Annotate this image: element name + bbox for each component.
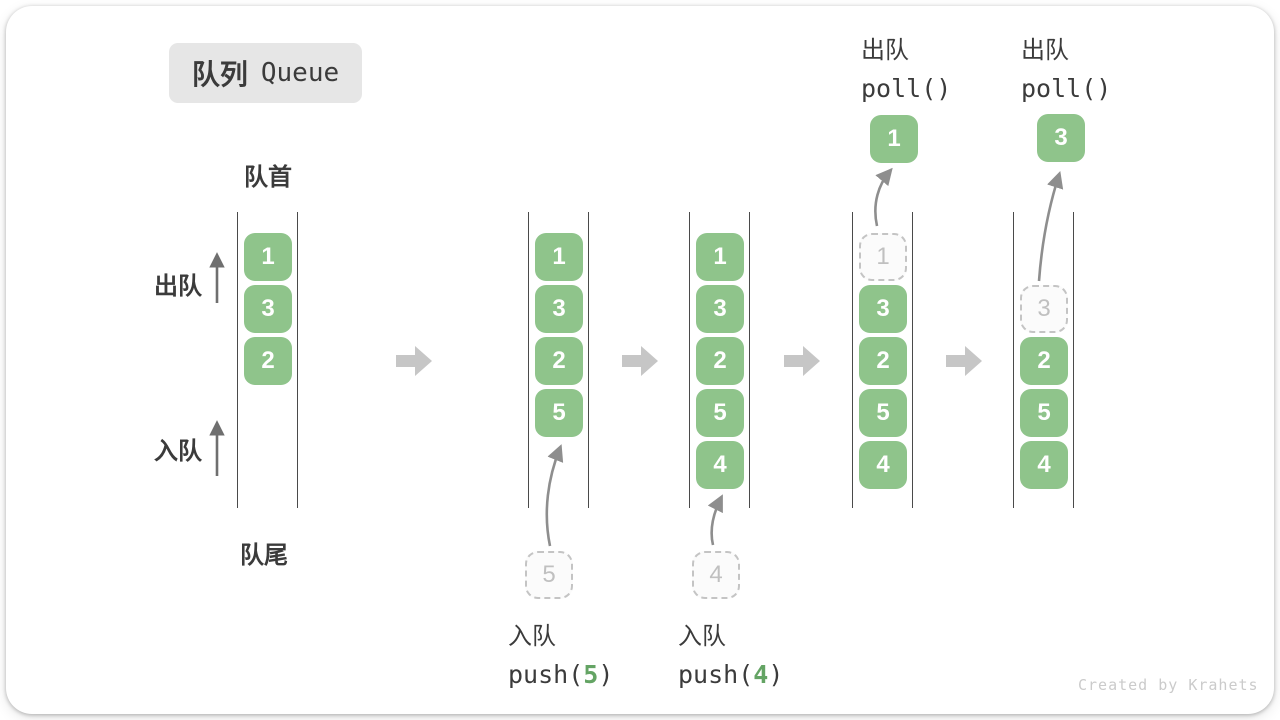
queue-item: 2 (1020, 337, 1068, 385)
title-en: Queue (260, 58, 340, 88)
enqueue-5-arg: 5 (583, 660, 599, 689)
queue-item: 1 (535, 233, 583, 281)
label-queue-front: 队首 (244, 164, 292, 191)
enqueue-5-caption-zh: 入队 (508, 623, 556, 650)
removed-item-placeholder: 3 (1020, 285, 1068, 333)
enqueue-5-caption-code: push(5) (508, 660, 614, 689)
queue-item: 4 (1020, 441, 1068, 489)
enqueue-4-caption-code: push(4) (678, 660, 784, 689)
enqueue-4-caption: 入队 push(4) (678, 616, 783, 689)
queue-rails-step1 (237, 212, 298, 508)
dequeued-item: 1 (870, 115, 918, 163)
label-dequeue-side: 出队 (154, 273, 202, 300)
dequeue-1-caption-zh: 出队 (861, 37, 909, 64)
incoming-item-placeholder: 5 (525, 551, 573, 599)
queue-item: 5 (859, 389, 907, 437)
queue-item: 5 (696, 389, 744, 437)
dequeue-3-caption-code: poll() (1021, 74, 1112, 103)
queue-rails-step5 (1013, 212, 1074, 508)
queue-item: 2 (696, 337, 744, 385)
enqueue-4-caption-zh: 入队 (678, 623, 726, 650)
incoming-item-placeholder: 4 (692, 551, 740, 599)
queue-rails-step2 (528, 212, 589, 508)
enqueue-4-arg: 4 (753, 660, 769, 689)
queue-item: 1 (696, 233, 744, 281)
enqueue-5-caption: 入队 push(5) (508, 616, 613, 689)
queue-item: 2 (244, 337, 292, 385)
queue-item: 5 (1020, 389, 1068, 437)
queue-item: 3 (696, 285, 744, 333)
queue-item: 3 (244, 285, 292, 333)
queue-rails-step3 (689, 212, 750, 508)
dequeue-3-caption-zh: 出队 (1021, 37, 1069, 64)
queue-item: 3 (535, 285, 583, 333)
dequeue-3-caption: 出队 poll() (1021, 30, 1111, 103)
dequeue-1-caption-code: poll() (861, 74, 952, 103)
removed-item-placeholder: 1 (859, 233, 907, 281)
diagram-card (6, 6, 1274, 714)
title-badge: 队列 Queue (169, 43, 362, 103)
queue-rails-step4 (852, 212, 913, 508)
dequeued-item: 3 (1037, 114, 1085, 162)
queue-item: 1 (244, 233, 292, 281)
queue-item: 2 (859, 337, 907, 385)
watermark: Created by Krahets (1078, 676, 1259, 694)
label-queue-rear: 队尾 (240, 542, 288, 569)
label-enqueue-side: 入队 (154, 438, 202, 465)
queue-item: 3 (859, 285, 907, 333)
queue-item: 2 (535, 337, 583, 385)
queue-item: 4 (859, 441, 907, 489)
title-zh: 队列 (191, 59, 248, 90)
queue-item: 4 (696, 441, 744, 489)
dequeue-1-caption: 出队 poll() (861, 30, 951, 103)
queue-item: 5 (535, 389, 583, 437)
